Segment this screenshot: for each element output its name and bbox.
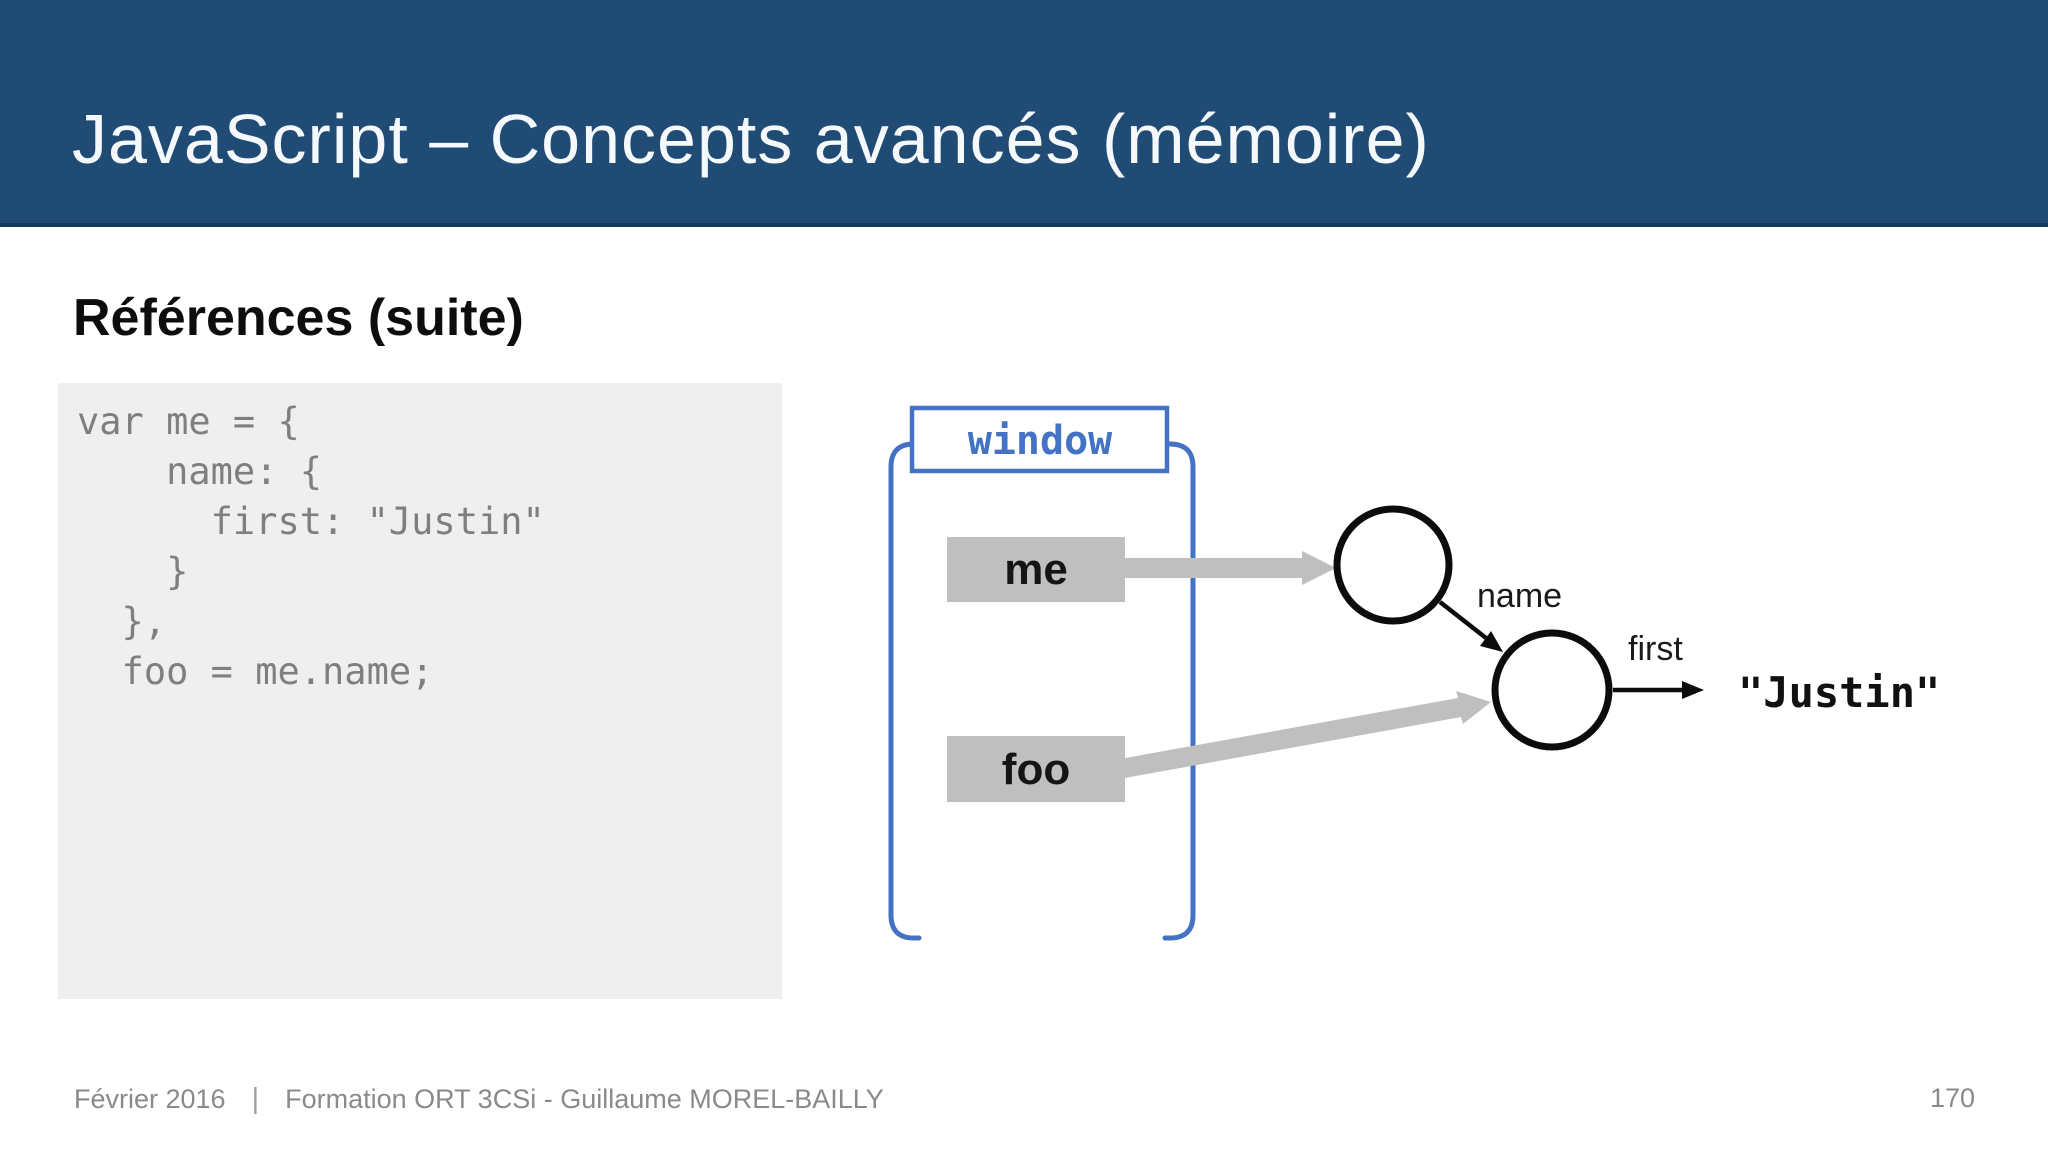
- code-line: }: [77, 550, 189, 593]
- var-box-me: [947, 537, 1125, 602]
- object-node-me: [1333, 505, 1453, 625]
- property-arrow-name-line: [1438, 600, 1488, 640]
- var-label-me: me: [1004, 545, 1068, 594]
- footer-date: Février 2016: [74, 1084, 226, 1114]
- edge-label-first: first: [1628, 630, 1683, 668]
- slide-title: JavaScript – Concepts avancés (mémoire): [72, 100, 1430, 178]
- code-line: },: [77, 600, 167, 643]
- property-arrow-first-head: [1682, 681, 1704, 699]
- object-node-name: [1491, 629, 1613, 751]
- code-line: foo = me.name;: [77, 650, 434, 693]
- var-label-foo: foo: [1002, 745, 1070, 794]
- header-band: JavaScript – Concepts avancés (mémoire): [0, 0, 2048, 227]
- code-line: name: {: [77, 450, 323, 493]
- window-label-box: [909, 405, 1170, 474]
- code-line: first: "Justin": [77, 500, 545, 543]
- edge-label-name: name: [1477, 577, 1562, 615]
- page-number: 170: [1929, 1083, 1975, 1113]
- reference-arrow-me: [1125, 551, 1336, 585]
- scope-bracket-right: [1162, 441, 1196, 941]
- scope-bracket-left: [888, 441, 922, 941]
- string-value-justin: "Justin": [1738, 668, 1940, 717]
- footer-separator: |: [251, 1083, 260, 1115]
- code-block: var me = { name: { first: "Justin" } }, …: [58, 383, 782, 999]
- window-label: window: [968, 418, 1113, 464]
- property-arrow-name-head: [1480, 631, 1503, 652]
- footer-credit: Formation ORT 3CSi - Guillaume MOREL-BAI…: [285, 1084, 884, 1114]
- reference-arrow-foo: [1125, 691, 1491, 778]
- var-box-foo: [947, 736, 1125, 802]
- code-line: var me = {: [77, 400, 300, 443]
- footer: Février 2016 | Formation ORT 3CSi - Guil…: [74, 1083, 884, 1116]
- section-heading: Références (suite): [73, 289, 524, 347]
